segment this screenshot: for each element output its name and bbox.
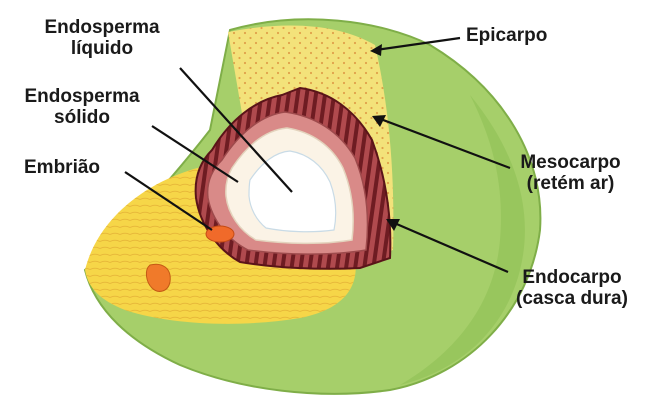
label-mesocarpo-line1: Mesocarpo	[508, 152, 633, 173]
label-endosperma-liquido-line1: Endosperma	[22, 17, 182, 38]
label-epicarpo-text: Epicarpo	[466, 25, 547, 46]
label-endocarpo: Endocarpo (casca dura)	[506, 267, 638, 309]
label-endocarpo-line2: (casca dura)	[506, 288, 638, 309]
label-mesocarpo-line2: (retém ar)	[508, 173, 633, 194]
label-embriao: Embrião	[24, 157, 100, 178]
label-embriao-text: Embrião	[24, 157, 100, 178]
label-epicarpo: Epicarpo	[466, 25, 547, 46]
label-endosperma-liquido-line2: líquido	[22, 38, 182, 59]
label-endosperma-solido-line2: sólido	[2, 107, 162, 128]
label-endosperma-solido-line1: Endosperma	[2, 86, 162, 107]
label-mesocarpo: Mesocarpo (retém ar)	[508, 152, 633, 194]
label-endocarpo-line1: Endocarpo	[506, 267, 638, 288]
label-endosperma-liquido: Endosperma líquido	[22, 17, 182, 59]
label-endosperma-solido: Endosperma sólido	[2, 86, 162, 128]
